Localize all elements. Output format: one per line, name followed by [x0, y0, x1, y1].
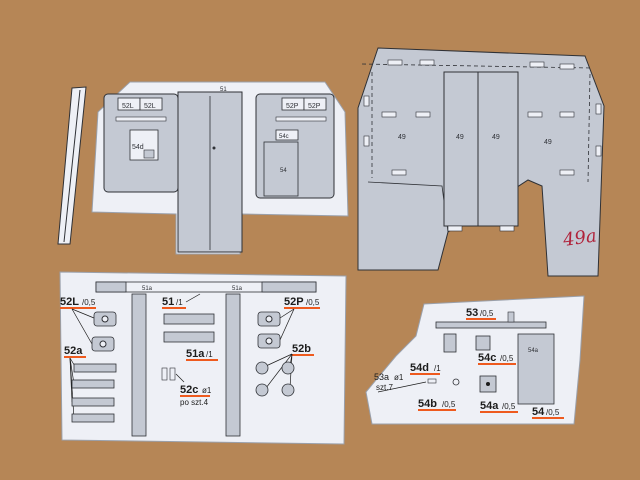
part-51a-1 [163, 313, 215, 325]
label-54: 54 [532, 406, 545, 418]
top-right-sheet: 49 49 49 49 49a [357, 47, 605, 277]
part-52a-1 [73, 363, 117, 373]
part-52a-4 [71, 413, 115, 423]
panel-label-49-b: 49 [456, 134, 464, 141]
label-54c: 54c [478, 352, 496, 364]
panel-label-49-d: 49 [544, 139, 552, 146]
label-53-thickness: /0,5 [480, 309, 494, 318]
label-53a-note: szt.7 [376, 383, 393, 392]
label-54b-thickness: /0,5 [442, 400, 456, 409]
top-left-sheet: 52L 52L 54d 51 52P 52P 54c 54 [57, 81, 349, 255]
label-53: 53 [466, 307, 478, 319]
part-51a-2 [163, 331, 215, 343]
label-52c: 52c [180, 384, 198, 396]
part-54d-label: 54d [132, 144, 144, 151]
part-54 [263, 141, 299, 197]
label-52c-diameter: ø1 [202, 386, 212, 395]
header-51a-right: 51a [232, 286, 243, 292]
handwritten-note: 49a [561, 225, 598, 251]
label-54a-thickness: /0,5 [502, 402, 516, 411]
label-54c-thickness: /0,5 [500, 354, 514, 363]
label-51a-thickness: /1 [206, 350, 213, 359]
label-52b: 52b [292, 343, 311, 355]
center-panel-left [443, 71, 479, 227]
left-tab-2 [139, 97, 163, 111]
part-53 [435, 321, 547, 329]
label-54d: 54d [410, 362, 429, 374]
label-52P: 52P [284, 296, 304, 308]
label-54-thickness: /0,5 [546, 408, 560, 417]
part-54a-print: 54a [528, 348, 539, 354]
header-51: 51 [220, 87, 227, 93]
vertical-strip-right [225, 293, 241, 437]
part-52b-4 [281, 383, 295, 397]
part-54c-label: 54c [279, 134, 289, 140]
part-52b-1 [255, 361, 269, 375]
label-53a-diameter: ø1 [394, 373, 404, 382]
label-52a: 52a [64, 345, 83, 357]
part-54d [443, 333, 457, 353]
vertical-strip-left [131, 293, 147, 437]
left-tab-label-2: 52L [144, 103, 156, 110]
bottom-left-sheet: 51a 51a 52L /0,5 52a 51 /1 [59, 271, 347, 445]
right-tab-label-1: 52P [286, 103, 299, 110]
header-51a-left: 51a [142, 286, 153, 292]
left-tab-label-1: 52L [122, 103, 134, 110]
label-53a: 53a [374, 372, 389, 382]
part-52a-2 [71, 379, 115, 389]
right-tab-label-2: 52P [308, 103, 321, 110]
label-51a: 51a [186, 348, 205, 360]
part-54-large [517, 333, 555, 405]
bottom-right-sheet: 53 /0,5 54a 54d /1 54c /0,5 53a ø1 szt.7… [365, 295, 585, 425]
label-54a: 54a [480, 400, 499, 412]
label-51: 51 [162, 296, 174, 308]
part-52b-3 [255, 383, 269, 397]
center-panel-right [477, 71, 519, 227]
label-51-thickness: /1 [176, 298, 183, 307]
label-54b: 54b [418, 398, 437, 410]
panel-label-49-a: 49 [398, 134, 406, 141]
right-tab-2 [303, 97, 327, 111]
label-52P-thickness: /0,5 [306, 298, 320, 307]
panel-label-49-c: 49 [492, 134, 500, 141]
label-52c-note: po szt.4 [180, 398, 209, 407]
part-54c [475, 335, 491, 351]
part-52a-3 [71, 397, 115, 407]
part-52b-2 [281, 361, 295, 375]
part-54c [275, 129, 299, 141]
label-52L-thickness: /0,5 [82, 298, 96, 307]
label-52L: 52L [60, 296, 79, 308]
part-54b [452, 378, 460, 386]
part-54-label: 54 [280, 168, 287, 174]
label-54d-thickness: /1 [434, 364, 441, 373]
